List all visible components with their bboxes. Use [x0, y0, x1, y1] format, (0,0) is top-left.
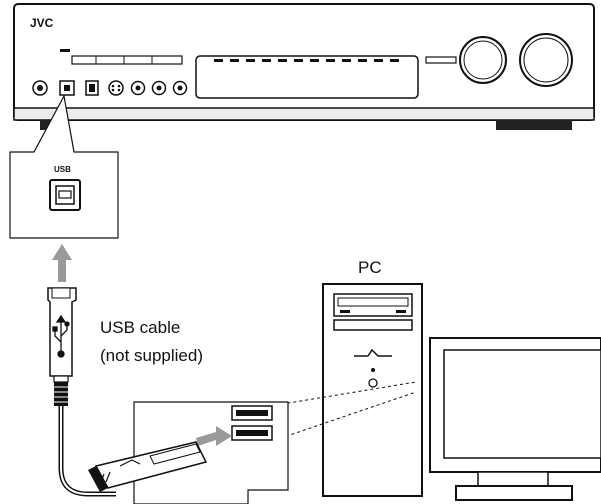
arrow-right-icon	[196, 426, 232, 446]
cable-label-line2: (not supplied)	[100, 346, 203, 365]
pc-usb-port-callout	[133, 401, 289, 504]
pc-label: PC	[358, 258, 382, 277]
pc-monitor	[429, 337, 601, 501]
cable-label-line1: USB cable	[100, 318, 180, 337]
usb-cable	[47, 287, 116, 497]
av-receiver: JVC	[13, 3, 595, 130]
usb-type-a-plug	[88, 441, 208, 492]
brand-logo: JVC	[30, 16, 54, 30]
usb-port-callout: USB	[9, 94, 119, 239]
pc-tower	[322, 283, 423, 497]
arrow-up-icon	[52, 244, 72, 282]
usb-port-label: USB	[54, 165, 71, 174]
usb-trident-icon	[52, 314, 70, 358]
